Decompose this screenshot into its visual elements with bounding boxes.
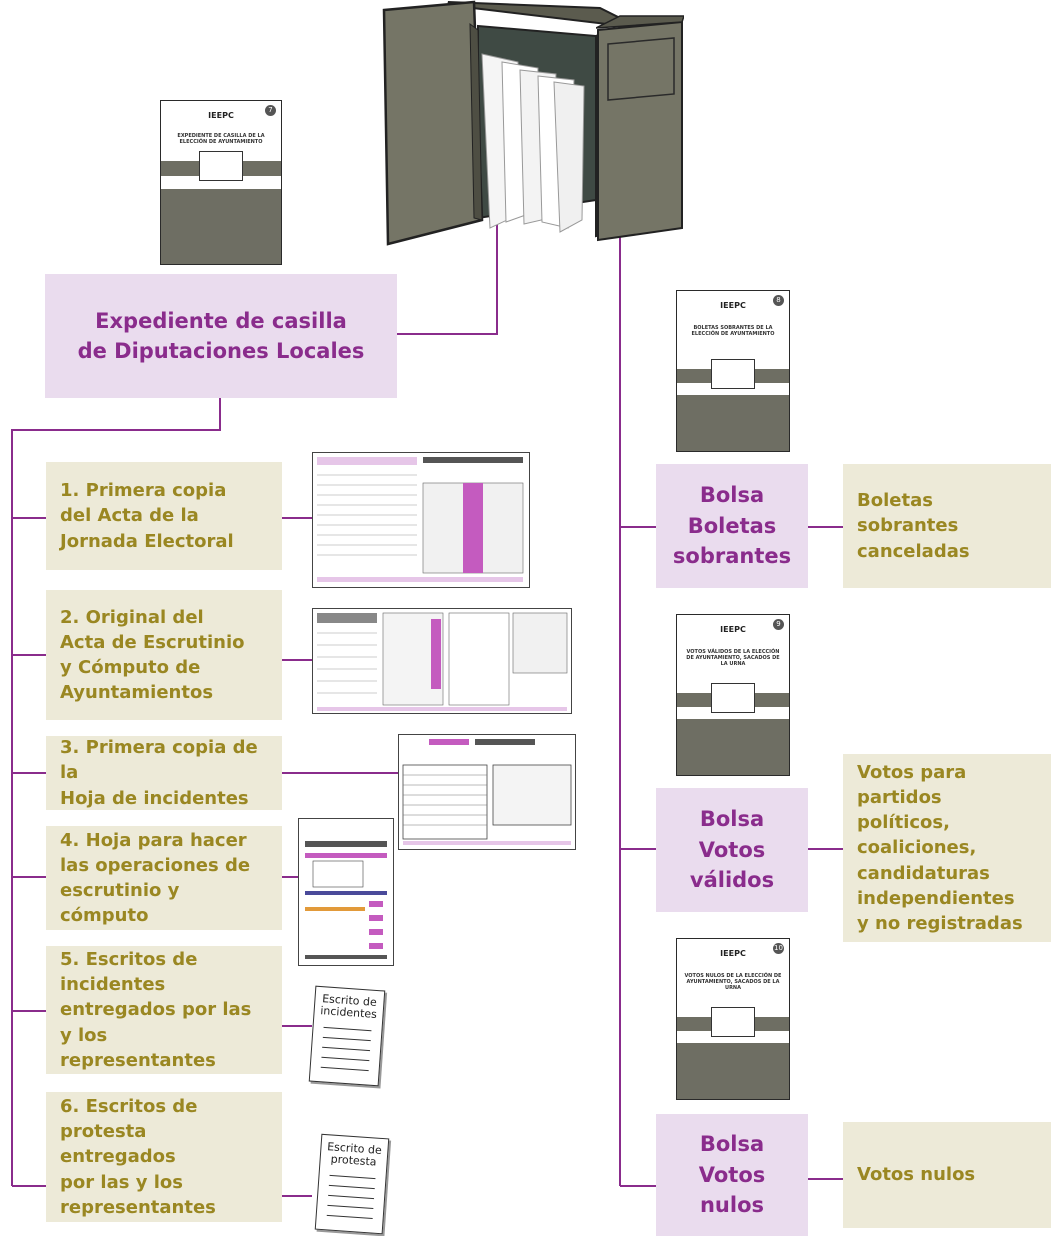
envelope-title: VOTOS VÁLIDOS DE LA ELECCIÓN DE AYUNTAMI… [686,649,780,667]
item-label: 1. Primera copia del Acta de la Jornada … [60,480,234,552]
envelope-seal [711,1007,755,1037]
contents-boletas: Boletas sobrantes canceladas [843,464,1051,588]
item-box-3: 3. Primera copia de la Hoja de incidente… [46,736,282,810]
item-label: 4. Hoja para hacer las operaciones de es… [60,829,251,927]
header-to-box-line [397,216,498,335]
item-box-6: 6. Escritos de protesta entregados por l… [46,1092,282,1222]
envelope-title: BOLETAS SOBRANTES DE LA ELECCIÓN DE AYUN… [691,325,775,337]
note-lines [326,1174,376,1220]
expediente-header: Expediente de casilla de Diputaciones Lo… [45,274,397,398]
contents-validos: Votos para partidos políticos, coalicion… [843,754,1051,942]
form-lines [317,457,524,582]
bag-votos-validos: Bolsa Votos válidos [656,788,808,912]
escrito-protesta-sheet: Escrito de protesta [314,1133,390,1235]
envelope-logo: IEEPC [720,301,746,310]
contents-label: Votos para partidos políticos, coalicion… [857,761,1023,934]
envelope-title: EXPEDIENTE DE CASILLA DE LA ELECCIÓN DE … [177,133,265,145]
note-lines [320,1026,372,1072]
contents-label: Votos nulos [857,1164,976,1186]
escrito-incidentes-sheet: Escrito de incidentes [308,985,386,1087]
validos-envelope: IEEPC 9 VOTOS VÁLIDOS DE LA ELECCIÓN DE … [676,614,790,776]
hoja-operaciones-thumbnail [298,818,394,966]
envelope-number: 7 [265,105,276,116]
left-trunk-line [11,398,221,1186]
envelope-title: VOTOS NULOS DE LA ELECCIÓN DE AYUNTAMIEN… [684,973,782,991]
item-box-2: 2. Original del Acta de Escrutinio y Cóm… [46,590,282,720]
item-box-5: 5. Escritos de incidentes entregados por… [46,946,282,1074]
acta-jornada-thumbnail [312,452,530,588]
bag-label: Bolsa Votos nulos [698,1132,766,1218]
expediente-header-label: Expediente de casilla de Diputaciones Lo… [77,308,365,363]
bag-label: Bolsa Votos válidos [689,807,775,893]
bag-boletas-sobrantes: Bolsa Boletas sobrantes [656,464,808,588]
ballot-box-front-panel [596,15,684,242]
contents-nulos: Votos nulos [843,1122,1051,1228]
envelope-logo: IEEPC [208,111,234,120]
item-box-1: 1. Primera copia del Acta de la Jornada … [46,462,282,570]
form-lines [317,612,568,711]
envelope-logo: IEEPC [720,625,746,634]
envelope-seal [711,359,755,389]
envelope-number: 10 [773,943,784,954]
note-title: Escrito de incidentes [319,992,378,1022]
item-label: 3. Primera copia de la Hoja de incidente… [60,737,258,809]
contents-label: Boletas sobrantes canceladas [857,490,970,562]
envelope-number: 9 [773,619,784,630]
envelope-seal [711,683,755,713]
nulos-envelope: IEEPC 10 VOTOS NULOS DE LA ELECCIÓN DE A… [676,938,790,1100]
envelope-logo: IEEPC [720,949,746,958]
form-lines [305,841,387,959]
envelope-number: 8 [773,295,784,306]
note-title: Escrito de protesta [326,1140,383,1169]
item-label: 6. Escritos de protesta entregados por l… [60,1096,216,1218]
item-label: 2. Original del Acta de Escrutinio y Cóm… [60,606,245,704]
item-box-4: 4. Hoja para hacer las operaciones de es… [46,826,282,930]
bag-label: Bolsa Boletas sobrantes [672,483,792,569]
expediente-envelope: IEEPC 7 EXPEDIENTE DE CASILLA DE LA ELEC… [160,100,282,265]
envelope-seal [199,151,243,181]
hoja-incidentes-thumbnail [398,734,576,850]
acta-escrutinio-thumbnail [312,608,572,714]
item-label: 5. Escritos de incidentes entregados por… [60,949,252,1071]
form-lines [402,739,572,845]
bag-votos-nulos: Bolsa Votos nulos [656,1114,808,1236]
boletas-envelope: IEEPC 8 BOLETAS SOBRANTES DE LA ELECCIÓN… [676,290,790,452]
